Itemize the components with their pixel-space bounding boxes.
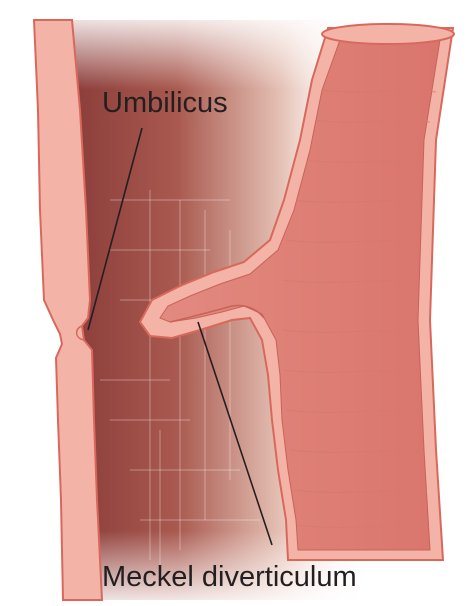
meckel-diverticulum-label: Meckel diverticulum [102, 561, 357, 593]
umbilicus-label: Umbilicus [102, 87, 228, 119]
ileum-cut-end [322, 24, 454, 44]
